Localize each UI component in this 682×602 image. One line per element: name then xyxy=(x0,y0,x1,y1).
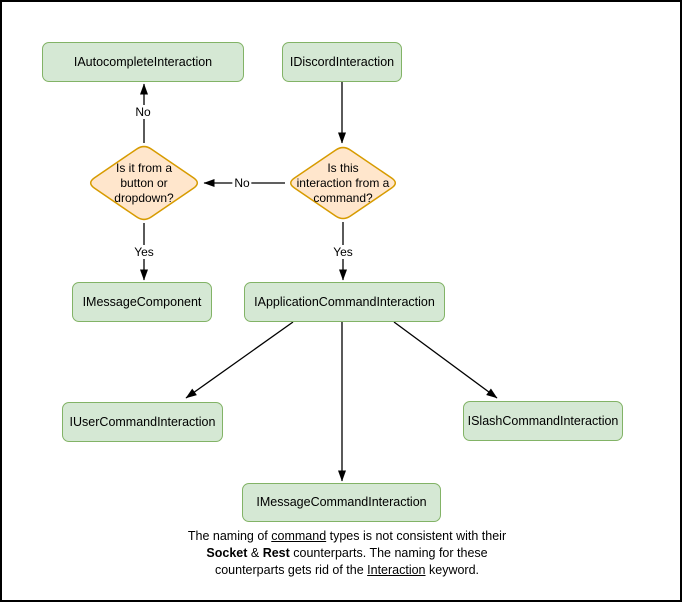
edge-application-to-slash-command xyxy=(393,321,498,399)
node-message-component: IMessageComponent xyxy=(72,282,212,322)
bold-word-rest: Rest xyxy=(262,546,290,560)
node-slash-command-interaction: ISlashCommandInteraction xyxy=(463,401,623,441)
underlined-word-interaction: Interaction xyxy=(367,563,426,577)
decision-line: dropdown? xyxy=(114,190,174,205)
edge-label-yes-to-application-command: Yes xyxy=(331,245,355,259)
note-line-3: counterparts gets rid of the Interaction… xyxy=(214,563,480,577)
node-label: IAutocompleteInteraction xyxy=(73,54,213,69)
node-discord-interaction: IDiscordInteraction xyxy=(282,42,402,82)
note-line-2: Socket & Rest counterparts. The naming f… xyxy=(206,546,488,560)
note-line-1: The naming of command types is not consi… xyxy=(187,529,507,543)
node-user-command-interaction: IUserCommandInteraction xyxy=(62,402,223,442)
decision-line: Is it from a xyxy=(115,160,172,175)
node-message-command-interaction: IMessageCommandInteraction xyxy=(242,483,441,522)
node-application-command-interaction: IApplicationCommandInteraction xyxy=(244,282,445,322)
decision-from-command-shape xyxy=(290,146,397,220)
node-label: IDiscordInteraction xyxy=(289,54,395,69)
edge-label-no-between-decisions: No xyxy=(232,176,252,190)
node-autocomplete-interaction: IAutocompleteInteraction xyxy=(42,42,244,82)
node-label: IMessageCommandInteraction xyxy=(256,495,427,509)
node-label: IApplicationCommandInteraction xyxy=(254,294,435,309)
decision-button-or-dropdown-label: Is it from a button or dropdown? xyxy=(87,144,201,222)
node-label: IUserCommandInteraction xyxy=(69,414,216,429)
decision-line: button or xyxy=(120,175,168,190)
decision-line: interaction from a xyxy=(296,175,390,190)
edge-label-yes-to-message-component: Yes xyxy=(132,245,156,259)
edge-label-no-to-autocomplete: No xyxy=(133,105,153,119)
node-label: ISlashCommandInteraction xyxy=(467,413,619,428)
decision-line: Is this xyxy=(327,160,359,175)
underlined-word-command: command xyxy=(271,529,327,543)
note-text: The naming of command types is not consi… xyxy=(165,528,529,579)
bold-word-socket: Socket xyxy=(206,546,248,560)
decision-button-or-dropdown-shape xyxy=(89,145,199,221)
decision-line: command? xyxy=(313,190,373,205)
decision-from-command-label: Is this interaction from a command? xyxy=(287,145,399,221)
node-label: IMessageComponent xyxy=(82,294,202,309)
edge-application-to-user-command xyxy=(185,321,294,399)
